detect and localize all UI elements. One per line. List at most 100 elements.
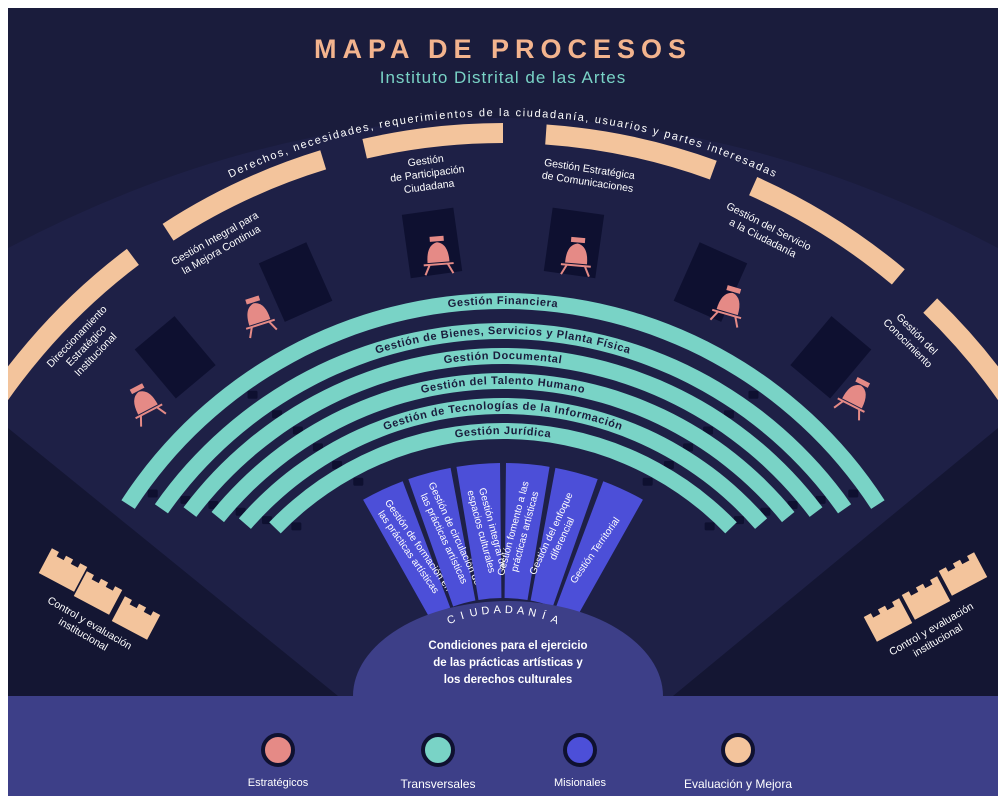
legend-swatch-evaluation — [721, 733, 755, 767]
base-text-line-1: Condiciones para el ejercicio — [428, 640, 587, 652]
legend-swatch-strategic — [261, 733, 295, 767]
outer-arc-segment-1 — [8, 248, 139, 401]
ciudadania-letter: C — [445, 613, 457, 627]
transversal-band-6 — [269, 422, 737, 534]
legend: Estratégicos Transversales Misionales Ev… — [8, 696, 998, 796]
strategic-separator-panel-1 — [134, 316, 216, 399]
transversal-marker-icon — [147, 489, 158, 498]
bell-body — [565, 243, 588, 265]
outer-arc-segment-5 — [749, 177, 905, 285]
transversal-band-3 — [183, 347, 823, 517]
transversal-label-6: Gestión Jurídica — [454, 425, 552, 441]
transversal-marker-icon — [704, 522, 715, 531]
transversal-marker-icon — [748, 390, 759, 399]
transversal-band-2 — [154, 323, 852, 514]
legend-item-missional: Misionales — [480, 696, 680, 789]
ciudadania-letter: Í — [540, 609, 548, 623]
strategic-label-3: Gestiónde ParticipaciónCiudadana — [388, 150, 467, 197]
transversal-label-textpath: Gestión Jurídica — [454, 425, 552, 441]
strategic-label-line: Gestión — [407, 153, 445, 170]
outer-arc-segment-4 — [545, 124, 717, 180]
strategic-separator-panel-4 — [543, 207, 605, 279]
fan-diagram: Derechos, necesidades, requerimientos de… — [8, 107, 998, 696]
ciudadania-letter: I — [459, 610, 465, 622]
bell-icon-2 — [245, 295, 278, 339]
base-dome — [353, 601, 663, 696]
missional-panel-5 — [530, 467, 598, 607]
castle-block — [111, 596, 161, 640]
transversal-marker-icon — [848, 489, 859, 498]
control-left-block-3 — [111, 596, 161, 640]
castle-block — [38, 548, 88, 592]
transversal-label-3: Gestión Documental — [443, 350, 563, 366]
transversal-label-textpath: Gestión Financiera — [447, 295, 558, 310]
castle-block — [73, 571, 123, 615]
legend-label-evaluation: Evaluación y Mejora — [683, 777, 793, 791]
ciudadania-letter: D — [481, 605, 490, 618]
castle-block — [901, 576, 951, 620]
legend-item-evaluation: Evaluación y Mejora — [638, 696, 838, 791]
strategic-separator-panel-3 — [401, 207, 463, 279]
bell-body — [247, 303, 271, 326]
legend-item-strategic: Estratégicos — [178, 696, 378, 789]
bell-top — [570, 236, 586, 244]
transversal-marker-icon — [291, 522, 302, 531]
strategic-separator-panel-6 — [790, 316, 872, 399]
bell-legs — [423, 262, 455, 276]
legend-swatch-transversal — [421, 733, 455, 767]
missional-panel-2 — [408, 467, 476, 607]
transversal-marker-icon — [663, 461, 674, 470]
control-right-block-1 — [863, 598, 913, 642]
bell-legs — [135, 403, 167, 427]
bell-icon-3 — [423, 235, 455, 276]
missional-panel-3 — [456, 463, 502, 601]
transversal-marker-icon — [353, 477, 364, 486]
control-right-block-2 — [901, 576, 951, 620]
ciudadania-letter: D — [505, 604, 514, 616]
base-text-line-3: los derechos culturales — [444, 674, 572, 686]
bell-body — [134, 391, 158, 415]
bell-legs — [709, 308, 742, 328]
control-left-block-2 — [73, 571, 123, 615]
transversal-label-1: Gestión Financiera — [447, 295, 559, 310]
bell-icon-1 — [129, 383, 167, 427]
ciudadania-letter: A — [493, 604, 502, 616]
bell-legs — [833, 397, 865, 421]
legend-swatch-missional — [563, 733, 597, 767]
transversal-marker-icon — [642, 477, 653, 486]
ciudadania-letter: U — [469, 606, 479, 619]
outer-arc-segment-2 — [162, 150, 327, 241]
bell-icon-6 — [833, 377, 871, 421]
transversal-marker-icon — [332, 461, 343, 470]
transversal-band-1 — [121, 293, 885, 509]
transversal-band-4 — [211, 372, 795, 523]
transversal-label-textpath: Gestión Documental — [443, 350, 562, 366]
page-subtitle: Instituto Distrital de las Artes — [379, 68, 627, 87]
legend-label-missional: Misionales — [554, 777, 606, 789]
ciudadania-letter: A — [549, 613, 561, 627]
legend-item-transversal: Transversales — [338, 696, 538, 791]
bell-body — [427, 242, 450, 264]
transversal-marker-icon — [247, 390, 258, 399]
bell-legs — [560, 263, 591, 278]
control-right-block-3 — [938, 552, 988, 596]
bell-top — [429, 235, 444, 242]
legend-label-transversal: Transversales — [400, 777, 476, 791]
bell-body — [842, 385, 866, 409]
ciudadania-letter: A — [516, 605, 525, 618]
bell-top — [245, 295, 261, 305]
bell-top — [129, 383, 145, 395]
castle-block — [938, 552, 988, 596]
outer-arc-segment-6 — [923, 298, 998, 401]
control-left-block-1 — [38, 548, 88, 592]
missional-panel-1 — [363, 481, 451, 618]
missional-panel-6 — [555, 481, 643, 618]
process-map: Derechos, necesidades, requerimientos de… — [8, 8, 998, 796]
bell-icon-5 — [709, 285, 742, 328]
strategic-separator-panel-2 — [258, 242, 333, 322]
bell-top — [855, 377, 871, 388]
missional-panel-4 — [504, 463, 550, 601]
ciudadania-letter: N — [527, 606, 537, 619]
page-title: MAPA DE PROCESOS — [313, 34, 693, 64]
outer-arc-segment-3 — [362, 123, 503, 159]
